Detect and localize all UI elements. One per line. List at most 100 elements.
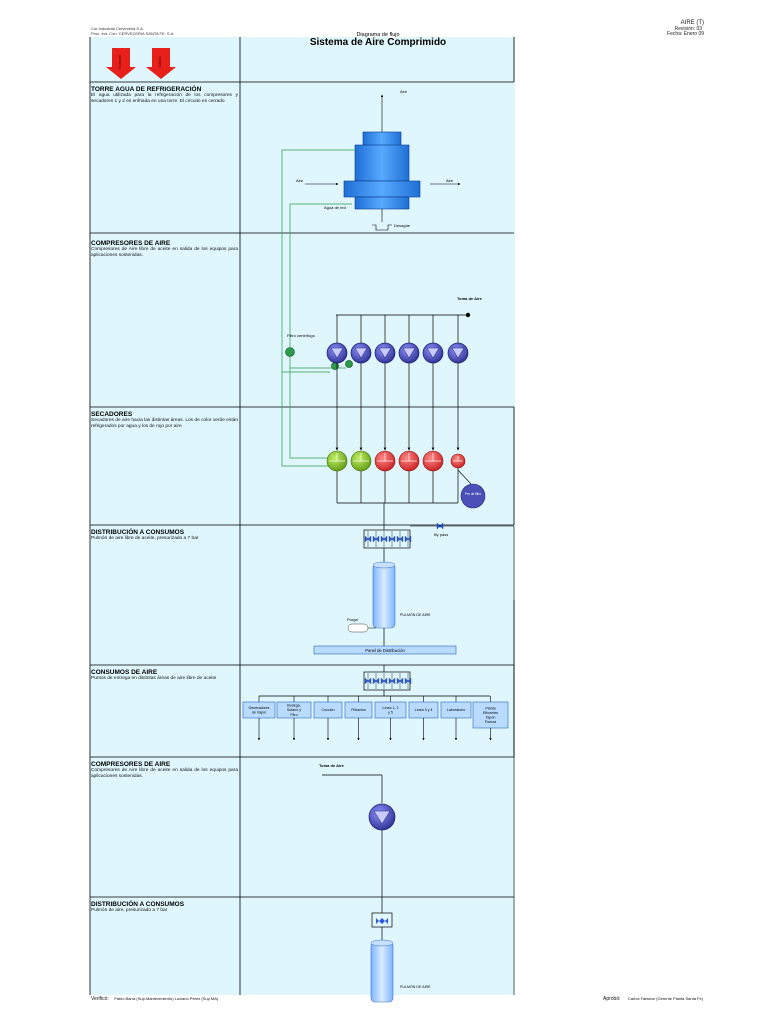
dryer-water-cooled [350, 450, 372, 472]
consumer-box: Línea 1, 2y 5 [374, 701, 407, 719]
bypass-label: By pass [434, 532, 448, 537]
bypass-valve [436, 522, 444, 530]
consumer-label: Fltro [290, 713, 297, 717]
consumer-label: y 5 [388, 711, 393, 715]
compressor [326, 342, 348, 364]
centrifugal-filter [285, 347, 295, 357]
air-intake-point [465, 312, 471, 318]
section-distribution-2: DISTRIBUCIÓN A CONSUMOS Pulmón de aire, … [91, 901, 238, 914]
dryer-air-cooled [422, 450, 444, 472]
verified-by: Verificó: Pablo Barra (Sup.Mantenimiento… [91, 996, 218, 1002]
consumer-label: Efluentes [483, 711, 498, 715]
tower-air-top-label: Aire [400, 89, 408, 94]
section-title: DISTRIBUCIÓN A CONSUMOS [91, 529, 185, 536]
manifold-valves [364, 531, 412, 547]
receiver-label: PULMÓN DE AIRE [400, 612, 431, 617]
section-description: Pulmón de aire libre de aceite, presuriz… [91, 536, 199, 541]
valve [388, 535, 396, 543]
valve [404, 677, 412, 685]
section-description: El agua utilizada para la refrigeración … [91, 93, 238, 104]
valve [364, 677, 372, 685]
drain-purge [347, 623, 369, 633]
consumer-box: Cocción [313, 701, 343, 719]
section-description: Secadores de aire hacia las distintas ár… [91, 418, 238, 429]
input-arrow-label: Entrada [117, 54, 122, 69]
distribution-panel [313, 645, 457, 655]
section-description: Compresores de Aire libre de aceite en s… [91, 768, 238, 779]
output-arrow [146, 48, 176, 79]
valve [404, 535, 412, 543]
compressor [374, 342, 396, 364]
verified-label: Verificó: [91, 996, 109, 1002]
compressor [350, 342, 372, 364]
company-line-1: Cor Industrial Cerveceria S.A. [91, 26, 144, 31]
input-arrow [106, 48, 136, 79]
tower-air-right-label: Aire [446, 178, 454, 183]
consumer-label: Laboratorio [447, 708, 465, 712]
receiver-2-label: PULMÓN DE AIRE [400, 984, 431, 989]
revision: Revisión: 03 [674, 26, 702, 32]
section-title: TORRE AGUA DE REFRIGERACIÓN [91, 86, 202, 93]
section-title: CONSUMOS DE AIRE [91, 669, 158, 676]
dryer-air-cooled [374, 450, 396, 472]
consumer-valves [364, 673, 412, 689]
valve [380, 535, 388, 543]
distribution-manifold [363, 503, 515, 995]
valve [372, 677, 380, 685]
air-intake-label: Toma de Aire [457, 296, 483, 301]
section-title: SECADORES [91, 411, 133, 418]
valve [380, 677, 388, 685]
pre-filter [460, 483, 486, 509]
compressor [447, 342, 469, 364]
valve [372, 535, 380, 543]
consumer-label: Filtración [351, 708, 366, 712]
air-receiver-tank [372, 561, 396, 629]
consumer-label: Generadores [249, 706, 270, 710]
approved-label: Aprobó: [603, 996, 621, 1002]
section-description: Pulmón de aire, presurizado a 7 bar [91, 908, 168, 913]
section-distribution: DISTRIBUCIÓN A CONSUMOS Pulmón de aire l… [91, 529, 238, 542]
consumer-label: Tapón [486, 716, 496, 720]
purge-label: Purga [347, 617, 358, 622]
consumer-label: de Vapor [252, 711, 267, 715]
distribution-panel-label: Panel de Distribución [365, 648, 405, 653]
compressor [422, 342, 444, 364]
approved-by: Aprobó: Carlos Fabiano (Gerente Planta S… [603, 996, 703, 1002]
consumer-label: Fuerza [485, 720, 496, 724]
doc-code: AIRE (T) [680, 20, 704, 26]
filter-label: Filtro centrífugo [287, 333, 316, 338]
tower-water-label: Agua de red [324, 205, 346, 210]
compressor [398, 342, 420, 364]
doc-date: Fecha: Enero 09 [667, 31, 704, 37]
section-title: DISTRIBUCIÓN A CONSUMOS [91, 901, 185, 908]
valve [396, 677, 404, 685]
cooling-tower [305, 94, 461, 231]
consumer-label: Línea 3 y 4 [415, 708, 433, 712]
dryer-air-cooled [450, 453, 466, 469]
verified-names: Pablo Barra (Sup.Mantenimiento) Luciano … [114, 996, 219, 1001]
consumer-label: Bodega, [287, 704, 300, 708]
valve [364, 535, 372, 543]
consumer-label: Línea 1, 2 [383, 706, 399, 710]
section-description: Puntos de entrega en distintas áreas de … [91, 676, 217, 681]
valve [396, 535, 404, 543]
section-title: COMPRESORES DE AIRE [91, 761, 171, 768]
air-intake-2-label: Toma de Aire [319, 763, 345, 768]
consumer-label: Planta [485, 706, 495, 710]
dryer-water-cooled [326, 450, 348, 472]
diagram-subtitle: Diagrama de flujo [356, 32, 399, 38]
air-receiver-tank-2 [370, 939, 394, 1003]
section-consumers: CONSUMOS DE AIRE Puntos de entrega en di… [91, 669, 238, 682]
diagram-title: Sistema de Aire Comprimido [310, 37, 446, 48]
output-arrow-label: Salida [157, 56, 162, 68]
consumer-label: Cocción [322, 708, 335, 712]
compressor-2 [368, 803, 396, 831]
tower-air-left-label: Aire [296, 178, 304, 183]
pre-filter-label: Pre de filtro [465, 492, 482, 496]
dryer-group [326, 450, 466, 503]
dryer-air-cooled [398, 450, 420, 472]
compressor-group [326, 315, 469, 451]
